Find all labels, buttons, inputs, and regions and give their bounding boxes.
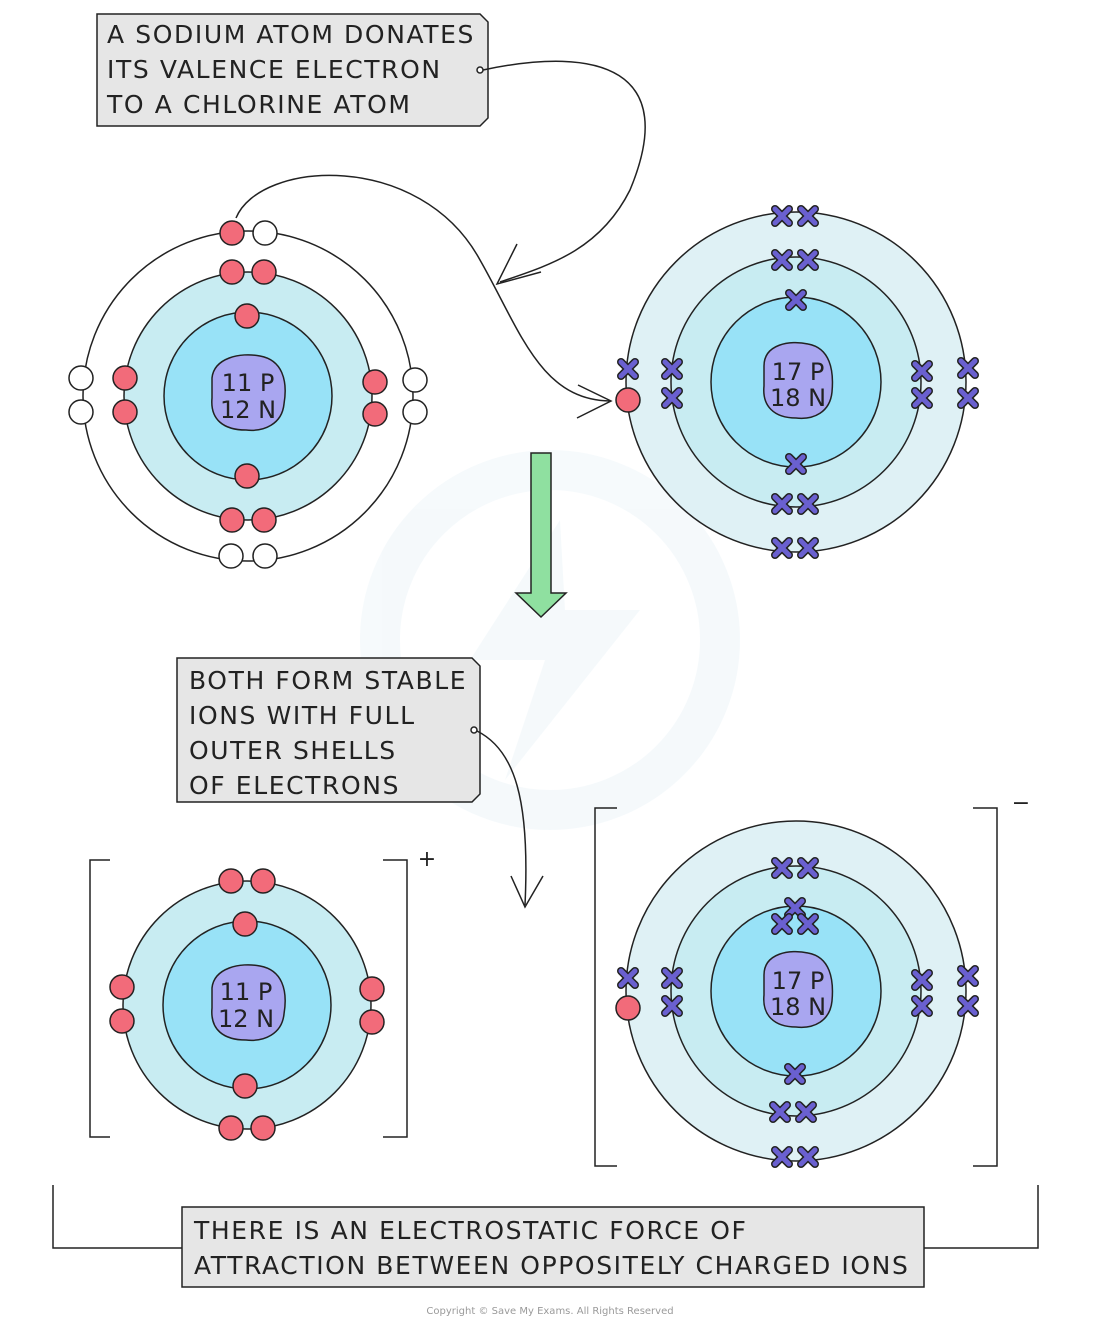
gained-electron bbox=[615, 995, 641, 1021]
electron-cross bbox=[911, 969, 933, 991]
sodium-ion-charge: + bbox=[418, 847, 436, 872]
caption-box-donate: A SODIUM ATOM DONATES ITS VALENCE ELECTR… bbox=[96, 13, 489, 127]
electron-cross bbox=[771, 205, 793, 227]
sodium-ion-right-bracket bbox=[383, 859, 408, 1138]
chloride-ion-nucleus bbox=[763, 950, 834, 1029]
electron-cross bbox=[911, 995, 933, 1017]
electron-cross bbox=[797, 493, 819, 515]
electron-cross bbox=[661, 967, 683, 989]
caption-donate-line-3: TO A CHLORINE ATOM bbox=[106, 90, 412, 119]
caption-force-line-2: ATTRACTION BETWEEN OPPOSITELY CHARGED IO… bbox=[194, 1251, 909, 1280]
electron-cross bbox=[771, 537, 793, 559]
caption-force-line-1: THERE IS AN ELECTROSTATIC FORCE OF bbox=[193, 1216, 747, 1245]
electron-cross bbox=[797, 205, 819, 227]
chloride-ion-left-bracket bbox=[594, 807, 617, 1167]
caption-donate-line-1: A SODIUM ATOM DONATES bbox=[107, 20, 475, 49]
caption-stable-line-1: BOTH FORM STABLE bbox=[189, 666, 467, 695]
electron-cross bbox=[797, 537, 819, 559]
electron-cross bbox=[771, 1146, 793, 1168]
sodium-ion-neutrons-label: 12 N bbox=[218, 1005, 274, 1033]
electron-cross bbox=[797, 1146, 819, 1168]
electron-transfer-arrow bbox=[235, 174, 613, 419]
electron-cross bbox=[797, 913, 819, 935]
electron-cross bbox=[661, 387, 683, 409]
electron-cross bbox=[771, 913, 793, 935]
caption-box-force: THERE IS AN ELECTROSTATIC FORCE OF ATTRA… bbox=[181, 1206, 925, 1288]
electron-cross bbox=[797, 857, 819, 879]
sodium-atom: 11 P 12 N bbox=[68, 220, 428, 569]
sodium-ion-electrons bbox=[109, 868, 385, 1141]
sodium-electrons bbox=[68, 220, 428, 569]
reaction-down-arrow bbox=[514, 452, 568, 619]
copyright-text: Copyright © Save My Exams. All Rights Re… bbox=[426, 1306, 673, 1317]
chloride-ion-right-bracket bbox=[973, 807, 998, 1167]
attraction-bracket bbox=[52, 1185, 1039, 1249]
electron-cross bbox=[617, 358, 639, 380]
electron-cross bbox=[957, 965, 979, 987]
caption-stable-line-2: IONS WITH FULL bbox=[189, 701, 416, 730]
electron-cross bbox=[957, 357, 979, 379]
caption-box-stable: BOTH FORM STABLE IONS WITH FULL OUTER SH… bbox=[176, 657, 481, 803]
sodium-ion-left-bracket bbox=[89, 859, 110, 1138]
electron-cross bbox=[797, 249, 819, 271]
electron-cross bbox=[957, 995, 979, 1017]
sodium-neutrons-label: 12 N bbox=[220, 396, 276, 424]
sodium-nucleus bbox=[211, 354, 286, 432]
electron-cross bbox=[911, 360, 933, 382]
electron-cross bbox=[617, 967, 639, 989]
caption-donate-line-2: ITS VALENCE ELECTRON bbox=[107, 55, 442, 84]
chloride-ion-charge: − bbox=[1012, 791, 1030, 816]
electron-cross bbox=[795, 1101, 817, 1123]
electron-cross bbox=[771, 857, 793, 879]
electron-cross bbox=[911, 387, 933, 409]
electron-cross bbox=[784, 897, 806, 919]
pointer-arrow-donate bbox=[476, 60, 646, 286]
chloride-ion-electrons bbox=[617, 857, 979, 1168]
caption-stable-line-4: OF ELECTRONS bbox=[189, 771, 400, 800]
sodium-ion: + 11 P 12 N bbox=[89, 847, 436, 1141]
chloride-ion-neutrons-label: 18 N bbox=[770, 993, 826, 1021]
chlorine-nucleus bbox=[763, 341, 834, 420]
electron-cross bbox=[771, 493, 793, 515]
electron-cross bbox=[661, 358, 683, 380]
pointer-arrow-stable bbox=[470, 726, 544, 909]
sodium-protons-label: 11 P bbox=[222, 369, 275, 397]
chlorine-neutrons-label: 18 N bbox=[770, 384, 826, 412]
transferred-electron bbox=[615, 387, 641, 413]
chlorine-electrons bbox=[617, 205, 979, 559]
electron-cross bbox=[957, 387, 979, 409]
chlorine-protons-label: 17 P bbox=[772, 358, 825, 386]
electron-cross bbox=[785, 289, 807, 311]
electron-cross bbox=[769, 1101, 791, 1123]
sodium-ion-nucleus bbox=[211, 964, 286, 1042]
chloride-ion: − 17 P 18 N bbox=[594, 791, 1030, 1168]
chlorine-atom: 17 P 18 N bbox=[615, 205, 979, 559]
electron-cross bbox=[661, 995, 683, 1017]
sodium-ion-protons-label: 11 P bbox=[220, 978, 273, 1006]
electron-cross bbox=[784, 1063, 806, 1085]
chloride-ion-protons-label: 17 P bbox=[772, 967, 825, 995]
caption-stable-line-3: OUTER SHELLS bbox=[189, 736, 397, 765]
electron-cross bbox=[771, 249, 793, 271]
electron-cross bbox=[785, 453, 807, 475]
